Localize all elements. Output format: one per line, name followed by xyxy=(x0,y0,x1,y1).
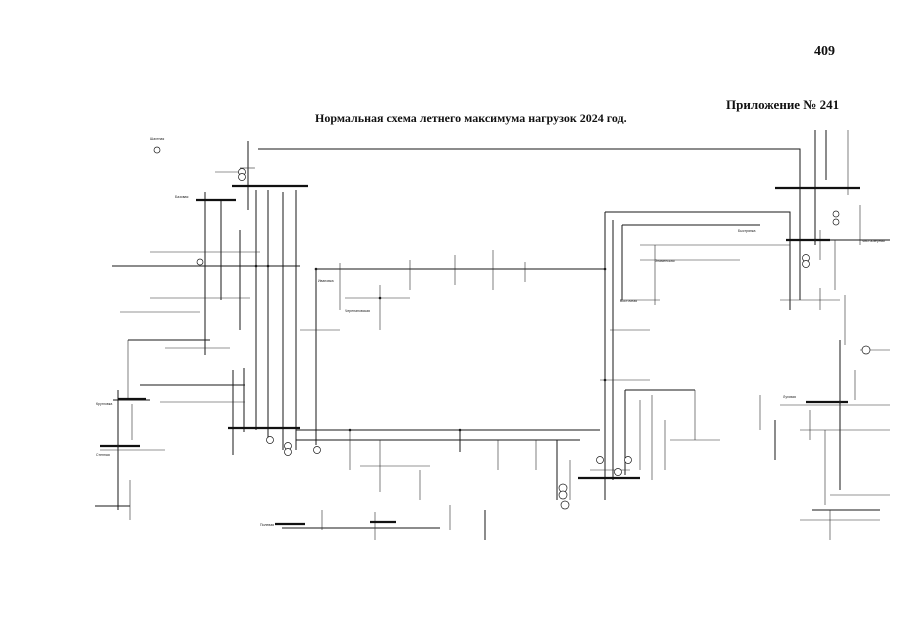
node-label: Степная xyxy=(96,453,110,457)
busbars xyxy=(100,184,860,526)
node-label: Чистоозерная xyxy=(862,239,885,243)
node-label: Полевая xyxy=(260,523,274,527)
node-label: Черепановская xyxy=(345,309,370,313)
node-label: Восточная xyxy=(620,299,637,303)
diagram-title: Нормальная схема летнего максимума нагру… xyxy=(315,111,627,125)
node-label: Ивановка xyxy=(318,279,334,283)
node-label: Кругловка xyxy=(96,402,112,406)
node-label: Луговая xyxy=(783,395,796,399)
node-labels: Шахтная Базовая Ивановка Черепановская К… xyxy=(96,137,885,527)
appendix-label: Приложение № 241 xyxy=(726,97,840,112)
node-label: Быстрянка xyxy=(738,229,756,233)
transmission-lines xyxy=(95,130,890,540)
node-label: Шахтная xyxy=(150,137,164,141)
node-label: Базовая xyxy=(175,195,188,199)
node-label: Знаменская xyxy=(655,259,675,263)
generators-transformers xyxy=(153,146,871,510)
switch-nodes xyxy=(116,238,842,448)
page-number: 409 xyxy=(814,44,835,59)
